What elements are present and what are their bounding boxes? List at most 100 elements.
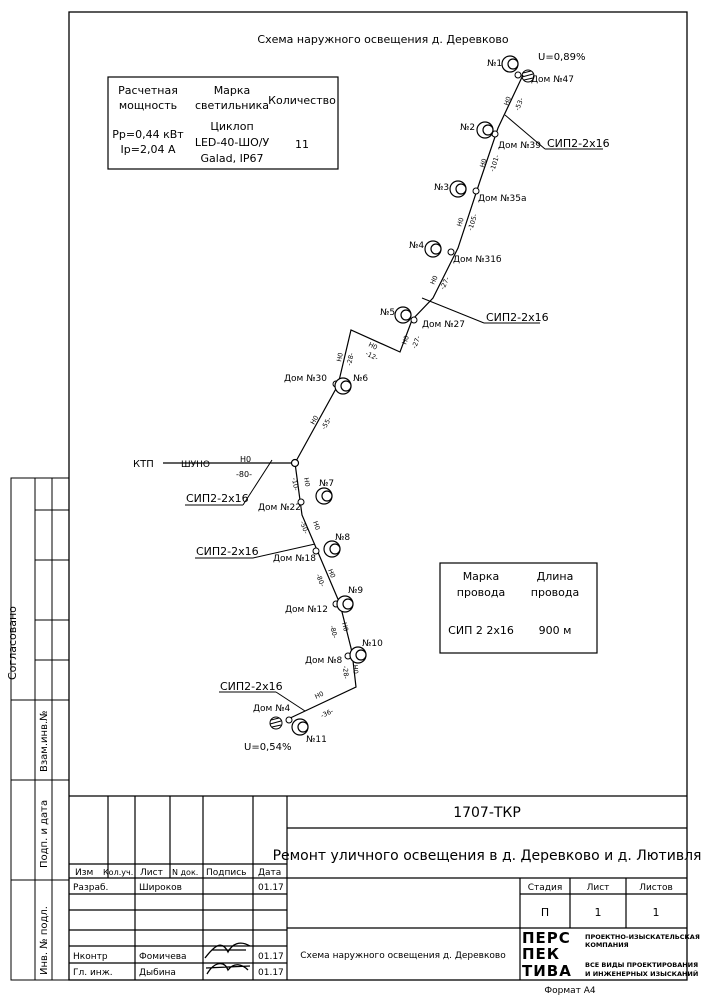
svg-text:900 м: 900 м xyxy=(539,624,572,637)
svg-text:Дом №39: Дом №39 xyxy=(498,141,541,151)
cable-label: СИП2-2х16 xyxy=(196,545,259,558)
side-strip xyxy=(10,477,70,981)
svg-text:Н0: Н0 xyxy=(478,158,488,169)
svg-text:-36-: -36- xyxy=(319,707,335,720)
svg-text:И ИНЖЕНЕРНЫХ ИЗЫСКАНИЙ: И ИНЖЕНЕРНЫХ ИЗЫСКАНИЙ xyxy=(585,969,698,978)
svg-text:Н0: Н0 xyxy=(367,341,379,352)
info-table: Расчетная мощность Марка светильника Кол… xyxy=(107,76,339,170)
svg-text:Н0: Н0 xyxy=(309,414,320,426)
svg-text:Дом №18: Дом №18 xyxy=(273,554,316,564)
svg-text:Лист: Лист xyxy=(140,868,163,878)
svg-text:Дом №31б: Дом №31б xyxy=(453,255,502,265)
svg-text:Дом №27: Дом №27 xyxy=(422,320,465,330)
svg-text:провода: провода xyxy=(457,586,505,599)
company-logo: ПЕРС ПЕК ТИВА ПРОЕКТНО-ИЗЫСКАТЕЛЬСКАЯ КО… xyxy=(522,929,700,980)
svg-text:01.17: 01.17 xyxy=(258,883,284,893)
svg-text:Н0: Н0 xyxy=(502,95,513,106)
svg-text:№5: №5 xyxy=(380,308,395,318)
svg-text:Широков: Широков xyxy=(139,883,182,893)
cable-callouts xyxy=(185,114,603,712)
cable-route-upper xyxy=(294,74,524,464)
svg-text:Изм: Изм xyxy=(75,868,93,878)
side-sign-date: Подп. и дата xyxy=(39,800,50,868)
svg-text:Н0: Н0 xyxy=(351,664,360,674)
project-name: Ремонт уличного освещения в д. Деревково… xyxy=(273,848,702,864)
svg-text:Дом №8: Дом №8 xyxy=(305,656,343,666)
svg-text:LED-40-ШО/У: LED-40-ШО/У xyxy=(195,136,270,149)
svg-text:Кол.уч.: Кол.уч. xyxy=(103,868,133,877)
svg-text:Разраб.: Разраб. xyxy=(73,883,108,893)
sheet-title: Схема наружного освещения д. Деревково xyxy=(300,951,506,961)
svg-text:-80-: -80- xyxy=(236,470,252,479)
svg-text:мощность: мощность xyxy=(119,99,177,112)
svg-text:№10: №10 xyxy=(362,639,383,649)
svg-text:Количество: Количество xyxy=(268,94,336,107)
svg-text:N док.: N док. xyxy=(172,868,198,877)
svg-text:ПЕК: ПЕК xyxy=(522,945,560,963)
svg-text:-28-: -28- xyxy=(345,351,356,366)
svg-text:Galad, IP67: Galad, IP67 xyxy=(201,152,264,165)
side-replace: Взам.инв.№ xyxy=(39,710,50,772)
svg-text:№11: №11 xyxy=(306,735,327,745)
svg-text:11: 11 xyxy=(295,138,309,151)
side-agreed: Согласовано xyxy=(6,606,19,680)
cable-label: СИП2-2х16 xyxy=(486,311,549,324)
svg-text:КОМПАНИЯ: КОМПАНИЯ xyxy=(585,941,629,949)
house-taps xyxy=(285,71,522,724)
svg-text:№4: №4 xyxy=(409,241,424,251)
svg-text:-50-: -50- xyxy=(298,520,310,536)
svg-text:-53-: -53- xyxy=(513,96,525,112)
svg-text:-28-: -28- xyxy=(341,665,350,679)
svg-text:-80-: -80- xyxy=(314,573,327,589)
shuno-label: ШУНО xyxy=(181,460,210,470)
lamp-icon xyxy=(315,487,333,505)
svg-text:Длина: Длина xyxy=(537,570,574,583)
house-labels: Дом №47 Дом №39 Дом №35а Дом №31б Дом №2… xyxy=(253,75,574,714)
svg-text:Листов: Листов xyxy=(639,883,673,893)
svg-text:Дата: Дата xyxy=(258,868,281,878)
svg-text:ВСЕ ВИДЫ ПРОЕКТИРОВАНИЯ: ВСЕ ВИДЫ ПРОЕКТИРОВАНИЯ xyxy=(585,961,698,969)
lamps xyxy=(291,55,519,736)
svg-text:Н0: Н0 xyxy=(340,622,350,633)
svg-text:№9: №9 xyxy=(348,586,363,596)
svg-text:Стадия: Стадия xyxy=(528,883,563,893)
svg-text:Марка: Марка xyxy=(214,84,251,97)
svg-text:СИП 2 2х16: СИП 2 2х16 xyxy=(448,624,514,637)
signature-icon xyxy=(204,942,251,975)
svg-text:Нконтр: Нконтр xyxy=(73,952,108,962)
end-markers xyxy=(269,69,535,730)
svg-text:№3: №3 xyxy=(434,183,449,193)
svg-text:-101-: -101- xyxy=(488,153,501,172)
svg-text:Н0: Н0 xyxy=(311,520,322,531)
svg-text:ТИВА: ТИВА xyxy=(522,962,572,980)
svg-text:Лист: Лист xyxy=(587,883,610,893)
svg-text:Н0: Н0 xyxy=(335,352,345,362)
svg-text:Фомичева: Фомичева xyxy=(139,952,187,962)
svg-text:ПРОЕКТНО-ИЗЫСКАТЕЛЬСКАЯ: ПРОЕКТНО-ИЗЫСКАТЕЛЬСКАЯ xyxy=(585,933,700,941)
voltage-bottom: U=0,54% xyxy=(244,742,291,753)
lamp-numbers: №1 №2 №3 №4 №5 №6 №7 №8 №9 №10 №11 xyxy=(306,59,502,745)
svg-text:№1: №1 xyxy=(487,59,502,69)
svg-text:Расчетная: Расчетная xyxy=(118,84,178,97)
cable-label: СИП2-2х16 xyxy=(186,492,249,505)
svg-text:Дыбина: Дыбина xyxy=(139,968,176,978)
svg-text:Марка: Марка xyxy=(463,570,500,583)
cable-label: СИП2-2х16 xyxy=(220,680,283,693)
svg-text:Н0: Н0 xyxy=(313,690,325,701)
doc-code: 1707-ТКР xyxy=(453,805,521,821)
svg-text:-27-: -27- xyxy=(410,334,422,350)
lamp-icon xyxy=(291,718,309,736)
svg-text:Гл. инж.: Гл. инж. xyxy=(73,968,113,978)
svg-text:Н0: Н0 xyxy=(455,217,465,228)
svg-text:Pp=0,44 кВт: Pp=0,44 кВт xyxy=(112,128,184,141)
lamp-icon xyxy=(334,377,352,395)
svg-text:-27-: -27- xyxy=(439,275,452,291)
svg-text:Дом №30: Дом №30 xyxy=(284,374,327,384)
svg-text:Дом №47: Дом №47 xyxy=(531,75,574,85)
svg-text:Н0: Н0 xyxy=(240,455,251,464)
lamp-icon xyxy=(424,240,442,258)
svg-text:Дом №12: Дом №12 xyxy=(285,605,328,615)
lamp-icon xyxy=(501,55,519,73)
cable-label: СИП2-2х16 xyxy=(547,137,610,150)
